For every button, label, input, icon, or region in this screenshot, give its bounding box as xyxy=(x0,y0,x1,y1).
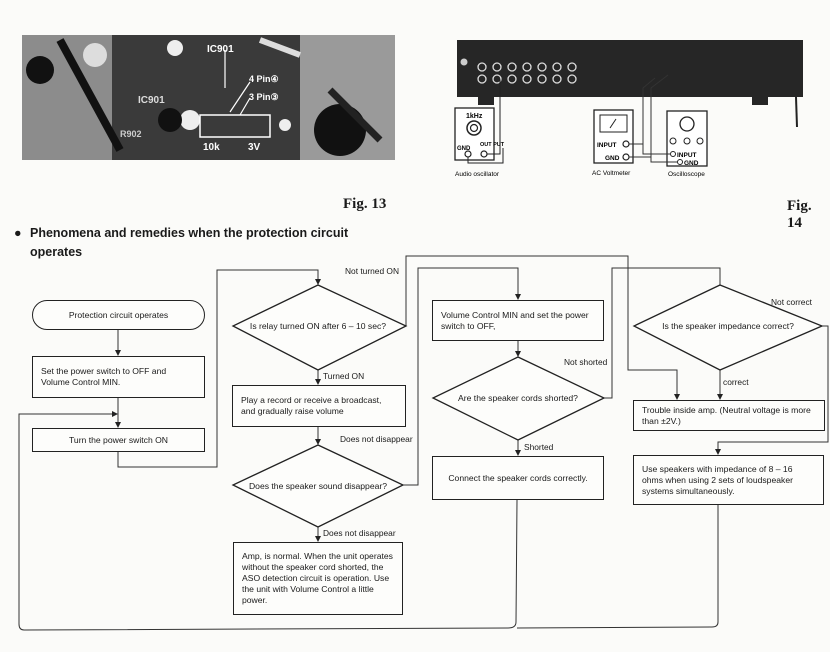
fig14-caption: Fig. 14 xyxy=(787,198,812,231)
rear-panel-jack xyxy=(537,74,547,84)
rear-panel-jack xyxy=(552,74,562,84)
fig13-label-pin3: 3 Pin③ xyxy=(249,92,279,102)
oscillator-gnd-label: GND xyxy=(457,146,471,152)
rear-panel-jack xyxy=(507,74,517,84)
rear-panel-jack xyxy=(477,62,487,72)
question-sound: Does the speaker sound disappear? xyxy=(248,481,388,491)
rear-panel-jack xyxy=(537,62,547,72)
step-volume-min: Volume Control MIN and set the power swi… xyxy=(432,300,604,341)
rear-panel-jack xyxy=(522,74,532,84)
voltmeter-name: AC Voltmeter xyxy=(592,170,631,177)
fig13-label-pin4: 4 Pin④ xyxy=(249,74,279,84)
result-normal: Amp, is normal. When the unit operates w… xyxy=(233,542,403,615)
rear-panel-jack xyxy=(507,62,517,72)
oscillator-name: Audio oscillator xyxy=(455,171,500,178)
rear-panel-jack xyxy=(492,74,502,84)
fig13-photo: IC901 IC901 R902 4 Pin④ 3 Pin③ 10k 3V xyxy=(22,35,395,160)
diamond-relay xyxy=(231,284,408,371)
question-impedance: Is the speaker impedance correct? xyxy=(662,321,794,331)
diamond-impedance xyxy=(632,284,824,371)
rear-panel-jack xyxy=(567,74,577,84)
fig13-label-r902: R902 xyxy=(120,129,142,139)
fig13-label-ic901: IC901 xyxy=(207,44,234,55)
section-heading: ● Phenomena and remedies when the protect… xyxy=(14,224,394,262)
question-relay: Is relay turned ON after 6 – 10 sec? xyxy=(249,321,387,331)
scope-input-label: INPUT xyxy=(677,152,697,159)
heading-line1: Phenomena and remedies when the protecti… xyxy=(30,226,349,240)
fig14-illustration: 1kHz OUT PUT GND Audio oscillator INPUT … xyxy=(454,40,803,178)
rear-panel-jack xyxy=(552,62,562,72)
fig13-caption: Fig. 13 xyxy=(343,196,387,212)
label-shorted: Shorted xyxy=(524,442,554,452)
scope-gnd-label: GND xyxy=(684,160,699,167)
diamond-shorted xyxy=(431,356,606,441)
voltmeter-gnd-label: GND xyxy=(605,155,620,162)
oscillator-output-label: OUT PUT xyxy=(480,142,505,148)
rear-panel-jack xyxy=(477,74,487,84)
label-not-correct: Not correct xyxy=(771,297,812,307)
label-correct: correct xyxy=(723,377,749,387)
start-terminator: Protection circuit operates xyxy=(32,300,205,330)
label-sound-down: Does not disappear xyxy=(323,528,396,538)
rear-panel-jack xyxy=(567,62,577,72)
step-power-off: Set the power switch to OFF and Volume C… xyxy=(32,356,205,398)
fig13-label-10k: 10k xyxy=(203,142,220,153)
rear-panel-jack xyxy=(522,62,532,72)
label-not-shorted: Not shorted xyxy=(564,357,608,367)
label-sound-right: Does not disappear xyxy=(340,434,413,444)
step-play: Play a record or receive a broadcast, an… xyxy=(232,385,406,427)
diamond-sound xyxy=(231,444,405,528)
bullet-icon: ● xyxy=(14,226,22,240)
fig13-label-3v: 3V xyxy=(248,142,261,153)
voltmeter-input-label: INPUT xyxy=(597,142,617,149)
heading-line2: operates xyxy=(30,245,83,259)
rear-panel-jack xyxy=(492,62,502,72)
label-turned-on: Turned ON xyxy=(323,371,365,381)
fig13-label-ic901-board: IC901 xyxy=(138,95,165,106)
result-speakers: Use speakers with impedance of 8 – 16 oh… xyxy=(633,455,824,505)
oscillator-freq-label: 1kHz xyxy=(466,113,483,120)
question-shorted: Are the speaker cords shorted? xyxy=(458,393,578,403)
result-trouble: Trouble inside amp. (Neutral voltage is … xyxy=(633,400,825,431)
step-power-on: Turn the power switch ON xyxy=(32,428,205,452)
step-connect: Connect the speaker cords correctly. xyxy=(432,456,604,500)
scope-name: Oscilloscope xyxy=(668,171,705,178)
label-not-turned-on: Not turned ON xyxy=(345,266,399,276)
